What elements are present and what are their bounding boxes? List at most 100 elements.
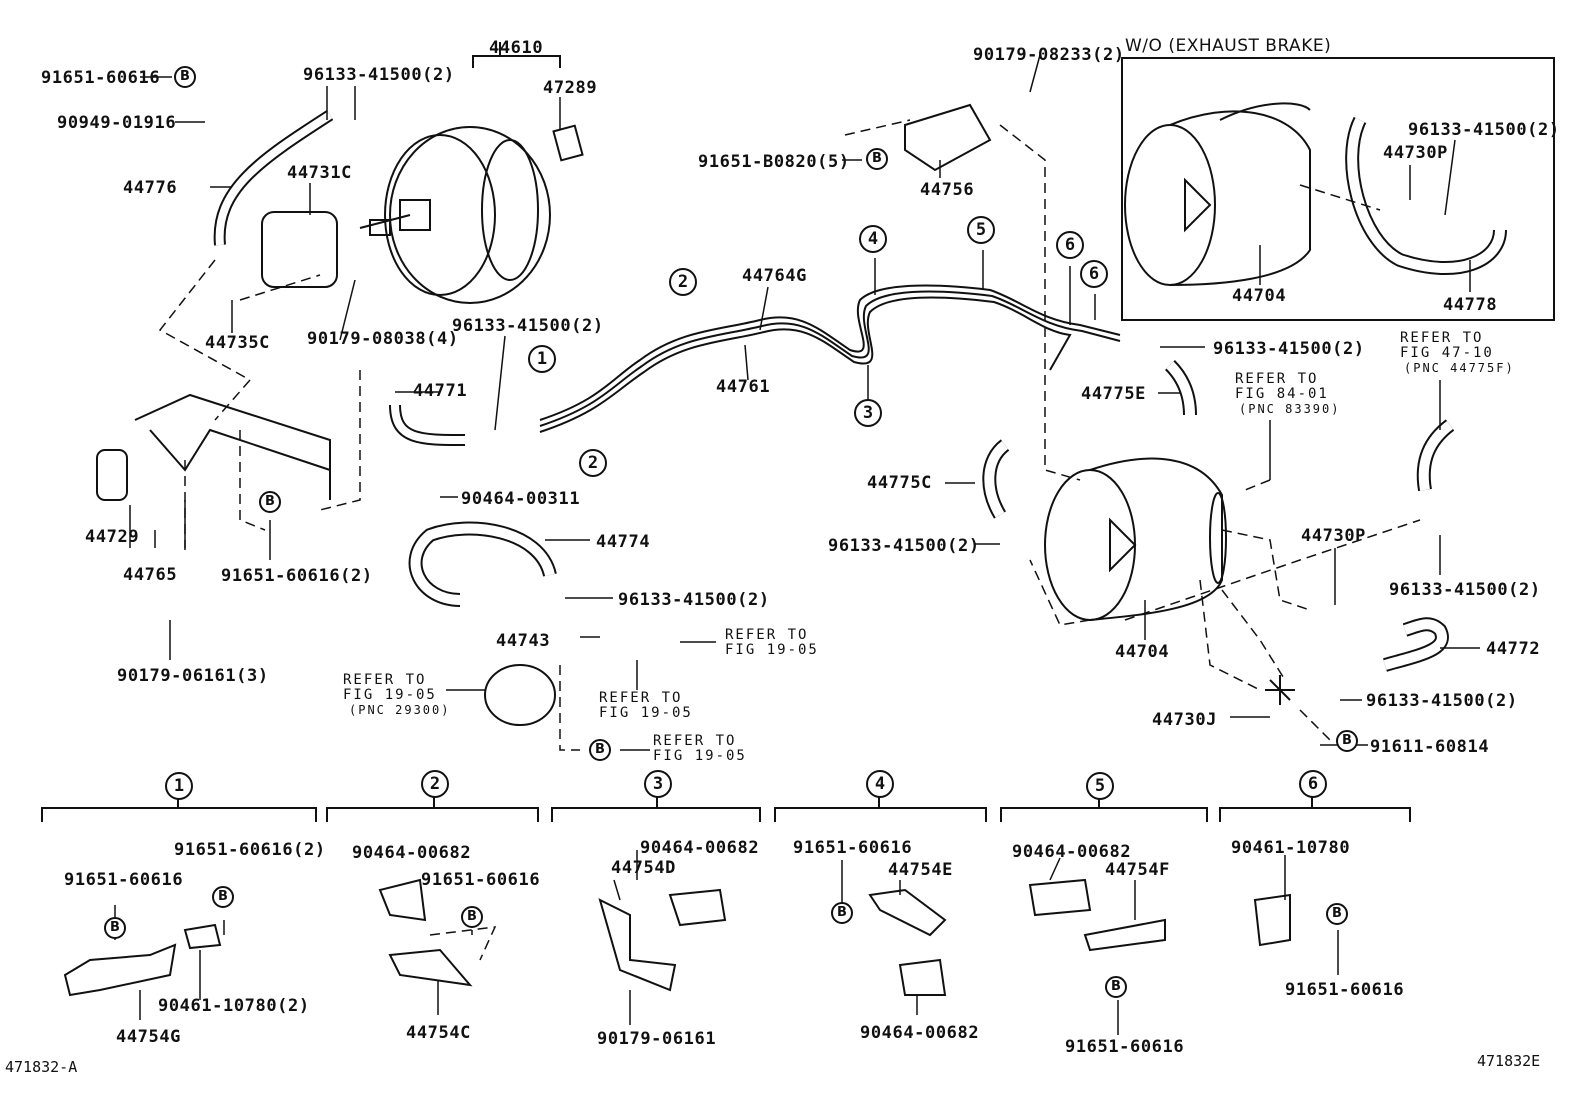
part-label-96133-41500: 96133-41500(2) [828,536,980,556]
bolt-marker: B [461,906,483,928]
part-label-44704: 44704 [1232,286,1287,306]
index-marker-6: 6 [1080,260,1108,288]
part-label-96133-41500: 96133-41500(2) [452,316,604,336]
index-marker-5: 5 [967,216,995,244]
part-label-90179-08233: 90179-08233(2) [973,45,1125,65]
bolt-marker: B [866,148,888,170]
mounting-bracket-44765 [96,393,331,501]
part-label-44771: 44771 [413,381,468,401]
detail-part-label: 91651-60616 [1065,1037,1185,1057]
part-label-47289: 47289 [543,78,598,98]
detail-part-label: 90179-06161 [597,1029,717,1049]
bolt-marker: B [1336,730,1358,752]
detail-part-label: 44754E [888,860,954,880]
part-label-44776: 44776 [123,178,178,198]
part-label-96133-41500: 96133-41500(2) [1408,120,1560,140]
part-label-96133-41500: 96133-41500(2) [1389,580,1541,600]
figure-code-left: 471832-A [5,1058,78,1076]
part-label-91651-B0820: 91651-B0820(5) [698,152,850,172]
part-label-96133-41500: 96133-41500(2) [1366,691,1518,711]
detail-part-label: 91651-60616 [421,870,541,890]
bolt-marker: B [589,739,611,761]
detail-part-label: 44754C [406,1023,472,1043]
figure-code-right: 471832E [1477,1052,1541,1070]
part-label-44610: 44610 [489,38,544,58]
part-label-91651-60616: 91651-60616 [41,68,161,88]
hoses [213,109,1507,672]
bolt-marker: B [831,902,853,924]
detail-part-label: 90464-00682 [640,838,760,858]
index-marker-2: 2 [579,449,607,477]
detail-section-index-3: 3 [644,770,672,798]
detail-part-label: 90464-00682 [352,843,472,863]
part-label-44730P: 44730P [1301,526,1367,546]
bolt-marker: B [104,917,126,939]
detail-part-label: 91651-60616 [1285,980,1405,1000]
differential-connection [484,664,556,726]
vacuum-tank [1044,457,1227,621]
detail-part-label: 90464-00682 [1012,842,1132,862]
part-label-90179-08038: 90179-08038(4) [307,329,459,349]
part-label-90464-00311: 90464-00311 [461,489,581,509]
index-marker-3: 3 [854,399,882,427]
brake-booster [359,126,551,304]
detail-section-brackets [41,796,1411,822]
part-label-44765: 44765 [123,565,178,585]
bolt-marker: B [212,886,234,908]
detail-section-index-5: 5 [1086,772,1114,800]
part-label-90179-06161: 90179-06161(3) [117,666,269,686]
pad-47289 [552,124,584,162]
dashed-guides [158,119,1421,961]
part-label-44772: 44772 [1486,639,1541,659]
detail-section-index-2: 2 [421,770,449,798]
part-label-44743: 44743 [496,631,551,651]
detail-part-label: 44754F [1105,860,1171,880]
detail-part-label: 90464-00682 [860,1023,980,1043]
valve-44730J [1265,675,1295,705]
detail-part-label: 90461-10780(2) [158,996,310,1016]
part-label-44761: 44761 [716,377,771,397]
part-label-90949-01916: 90949-01916 [57,113,177,133]
brake-pipes [539,284,1121,433]
bolt-marker: B [1326,903,1348,925]
part-label-44778: 44778 [1443,295,1498,315]
part-label-91651-60616: 91651-60616(2) [221,566,373,586]
detail-part-label: 44754G [116,1027,182,1047]
index-marker-4: 4 [859,225,887,253]
detail-section-index-6: 6 [1299,770,1327,798]
part-label-44729: 44729 [85,527,140,547]
bolt-marker: B [1105,976,1127,998]
bolt-marker: B [174,66,196,88]
part-label-91611-60814: 91611-60814 [1370,737,1490,757]
part-label-44774: 44774 [596,532,651,552]
part-label-44735C: 44735C [205,333,271,353]
detail-section-index-1: 1 [165,772,193,800]
index-marker-2: 2 [669,268,697,296]
detail-part-shapes [63,878,1291,997]
part-label-44704: 44704 [1115,642,1170,662]
leader-lines [114,54,1480,1035]
part-label-44731C: 44731C [287,163,353,183]
index-marker-6: 6 [1056,231,1084,259]
inset-title: W/O (EXHAUST BRAKE) [1125,36,1332,56]
bracket-44756 [904,103,992,172]
inset-box [1121,57,1555,321]
detail-part-label: 44754D [611,858,677,878]
part-label-44764G: 44764G [742,266,808,286]
part-label-44756: 44756 [920,180,975,200]
detail-part-label: 91651-60616(2) [174,840,326,860]
cover-44731C [261,211,338,288]
index-marker-1: 1 [528,345,556,373]
part-label-44730P: 44730P [1383,143,1449,163]
part-label-44775E: 44775E [1081,384,1147,404]
part-label-44730J: 44730J [1152,710,1218,730]
part-label-44775C: 44775C [867,473,933,493]
detail-part-label: 91651-60616 [64,870,184,890]
